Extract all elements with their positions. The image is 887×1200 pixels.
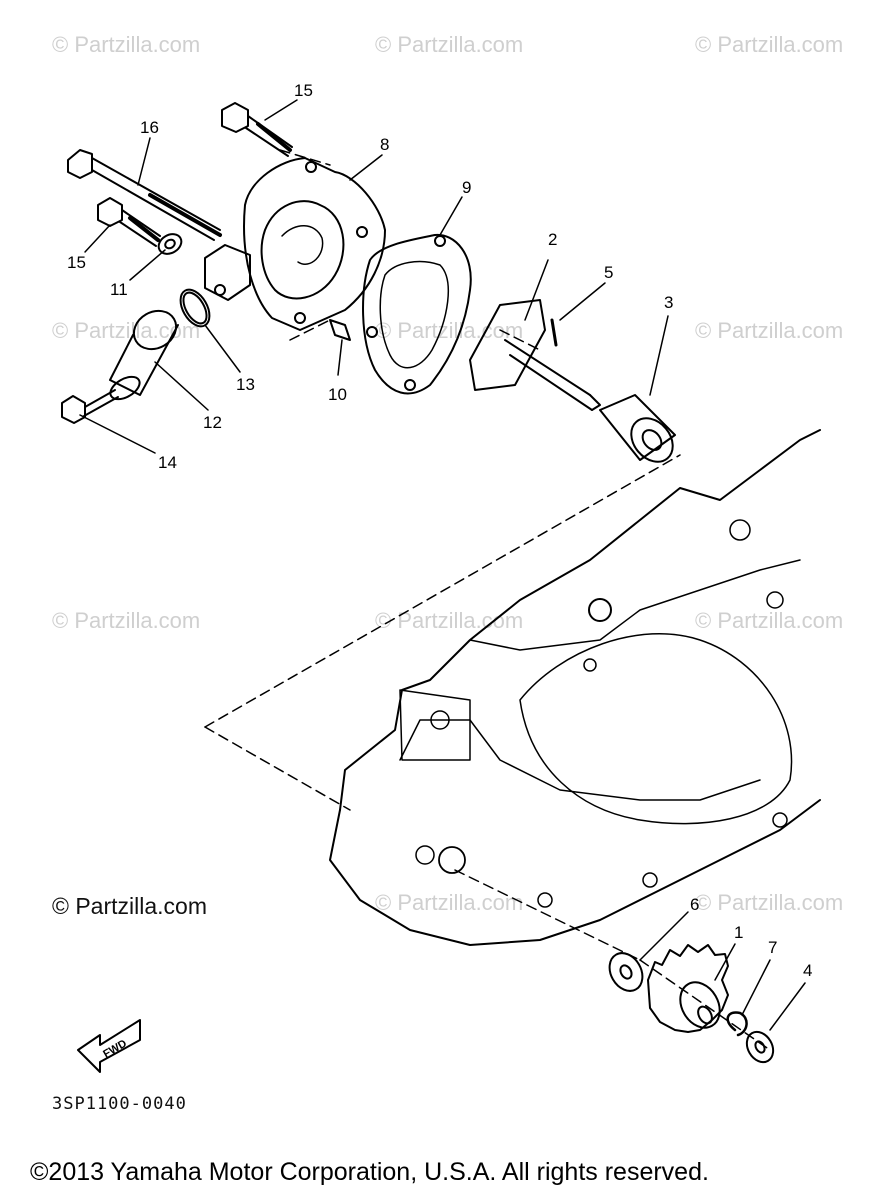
- callout-15: 15: [294, 81, 313, 100]
- boss-hole: [588, 598, 612, 622]
- crankcase-lower-outline: [329, 799, 821, 946]
- callout-12: 12: [203, 413, 222, 432]
- callout-11: 11: [110, 280, 128, 299]
- leader-lines: [79, 99, 806, 1031]
- callout-14: 14: [158, 453, 177, 472]
- callout-9: 9: [462, 178, 471, 197]
- crankcase-outline: [339, 429, 821, 811]
- fwd-arrow-icon: [77, 1019, 141, 1073]
- watermark: © Partzilla.com: [695, 608, 844, 633]
- gasket: [362, 233, 472, 395]
- watermark: © Partzilla.com: [375, 890, 524, 915]
- watermark: © Partzilla.com: [695, 32, 844, 57]
- plain-washer: [745, 1030, 775, 1064]
- diagram-code: 3SP1100-0040: [52, 1094, 187, 1114]
- impeller-shaft: [469, 299, 601, 411]
- crankcase-cavity: [519, 633, 793, 825]
- dowel-pin: [329, 319, 351, 341]
- drive-gear: [647, 944, 729, 1033]
- boss-hole: [766, 591, 784, 609]
- callout-2: 2: [548, 230, 557, 249]
- boss-hole: [415, 845, 435, 865]
- bolt-lower: [97, 197, 161, 247]
- callout-7: 7: [768, 938, 777, 957]
- bearing: [599, 394, 676, 463]
- watermark: © Partzilla.com: [695, 890, 844, 915]
- copyright-footer: ©2013 Yamaha Motor Corporation, U.S.A. A…: [30, 1158, 709, 1186]
- watermark: © Partzilla.com: [375, 32, 524, 57]
- callout-1: 1: [734, 923, 743, 942]
- callout-8: 8: [380, 135, 389, 154]
- bolt-upper: [221, 102, 293, 157]
- callout-5: 5: [604, 263, 613, 282]
- boss-hole: [642, 872, 658, 888]
- shaft-pin: [550, 318, 558, 347]
- callout-15: 15: [67, 253, 86, 272]
- watermark: © Partzilla.com: [52, 32, 201, 57]
- boss-hole: [537, 892, 553, 908]
- watermark: © Partzilla.com: [695, 318, 844, 343]
- thrust-washer: [608, 952, 644, 992]
- boss-hole: [729, 519, 751, 541]
- copyright-watermark: © Partzilla.com: [52, 893, 207, 919]
- boss-hole: [772, 812, 788, 828]
- watermark: © Partzilla.com: [375, 608, 524, 633]
- mount-bracket: [399, 689, 471, 761]
- callout-16: 16: [140, 118, 159, 137]
- hose-elbow: [109, 309, 179, 401]
- assembly-guide-lines: [204, 149, 771, 1051]
- crankcase-inner: [469, 559, 801, 651]
- washer: [157, 233, 183, 255]
- bolt-short: [61, 389, 119, 424]
- watermark: © Partzilla.com: [375, 318, 524, 343]
- callout-4: 4: [803, 961, 812, 980]
- boss-hole: [583, 658, 597, 672]
- callout-3: 3: [664, 293, 673, 312]
- callout-6: 6: [690, 895, 699, 914]
- long-bolt: [67, 149, 222, 241]
- callout-13: 13: [236, 375, 255, 394]
- watermark: © Partzilla.com: [52, 608, 201, 633]
- circlip: [726, 1011, 748, 1037]
- crankcase-rib: [399, 719, 761, 801]
- boss-hole: [438, 846, 466, 874]
- o-ring: [179, 288, 211, 328]
- mount-hole: [430, 710, 450, 730]
- callout-10: 10: [328, 385, 347, 404]
- pump-housing: [204, 157, 386, 331]
